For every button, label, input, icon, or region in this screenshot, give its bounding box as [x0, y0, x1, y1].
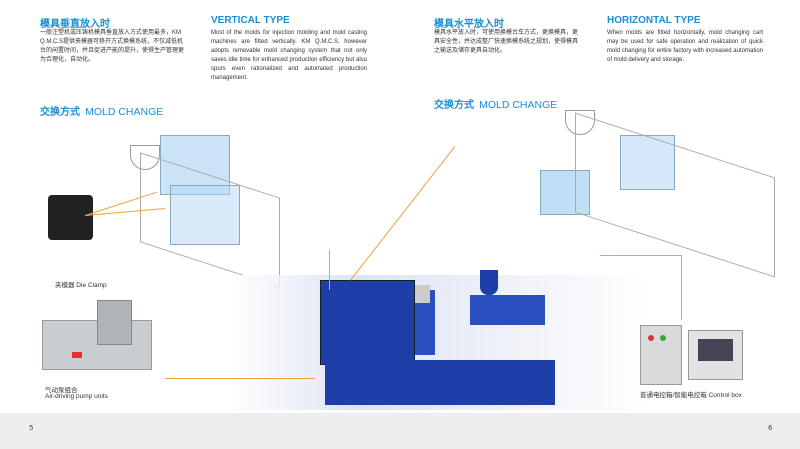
- die-clamp-caption: 夹模器 Die Clamp: [55, 282, 107, 289]
- vertical-mold-diagram: [120, 115, 290, 288]
- leader-line: [350, 146, 456, 281]
- left-en-title: VERTICAL TYPE: [211, 15, 290, 26]
- left-en-text: Most of the molds for injection molding …: [211, 30, 367, 81]
- right-cn-text: 模具水平放入时，可使用换模台车方式，更换模具，更具安全性，并达成整厂快速换模系统…: [434, 30, 579, 54]
- right-en-title: HORIZONTAL TYPE: [607, 15, 701, 26]
- control-box-image: [640, 325, 760, 385]
- pump-units-image: [42, 300, 152, 380]
- page-number-right: 6: [768, 424, 773, 432]
- mold-change-en: MOLD CHANGE: [479, 99, 558, 111]
- mold-change-cn: 交换方式: [40, 107, 80, 118]
- leader-line: [681, 255, 682, 320]
- mold-change-en: MOLD CHANGE: [85, 106, 164, 118]
- injection-machine-image: [320, 265, 650, 410]
- right-en-text: When molds are fitted horizontally, mold…: [607, 30, 763, 63]
- left-cn-text: 一般注塑机或压铸机模具垂直放入方式使用最多，KM Q.M.C.S提供夹模器可移开…: [40, 30, 185, 63]
- pump-caption-en: Air-driving pump units: [45, 393, 108, 400]
- page-number-left: 5: [29, 424, 34, 432]
- pump-caption-cn: 气动泵组合: [45, 387, 78, 394]
- left-mold-change-heading: 交换方式 MOLD CHANGE: [40, 100, 163, 119]
- leader-line: [600, 255, 682, 256]
- leader-line: [329, 250, 330, 290]
- left-cn-title: 模具垂直放入时: [40, 19, 110, 30]
- footer-bar: [0, 413, 800, 449]
- mold-change-cn: 交换方式: [434, 100, 474, 111]
- die-clamp-image: [48, 195, 93, 240]
- control-box-caption: 普通电控箱/智能电控箱 Control box: [640, 392, 742, 399]
- horizontal-mold-diagram: [535, 105, 790, 278]
- right-mold-change-heading: 交换方式 MOLD CHANGE: [434, 93, 557, 112]
- leader-line: [165, 378, 315, 379]
- right-cn-title: 模具水平放入时: [434, 19, 504, 30]
